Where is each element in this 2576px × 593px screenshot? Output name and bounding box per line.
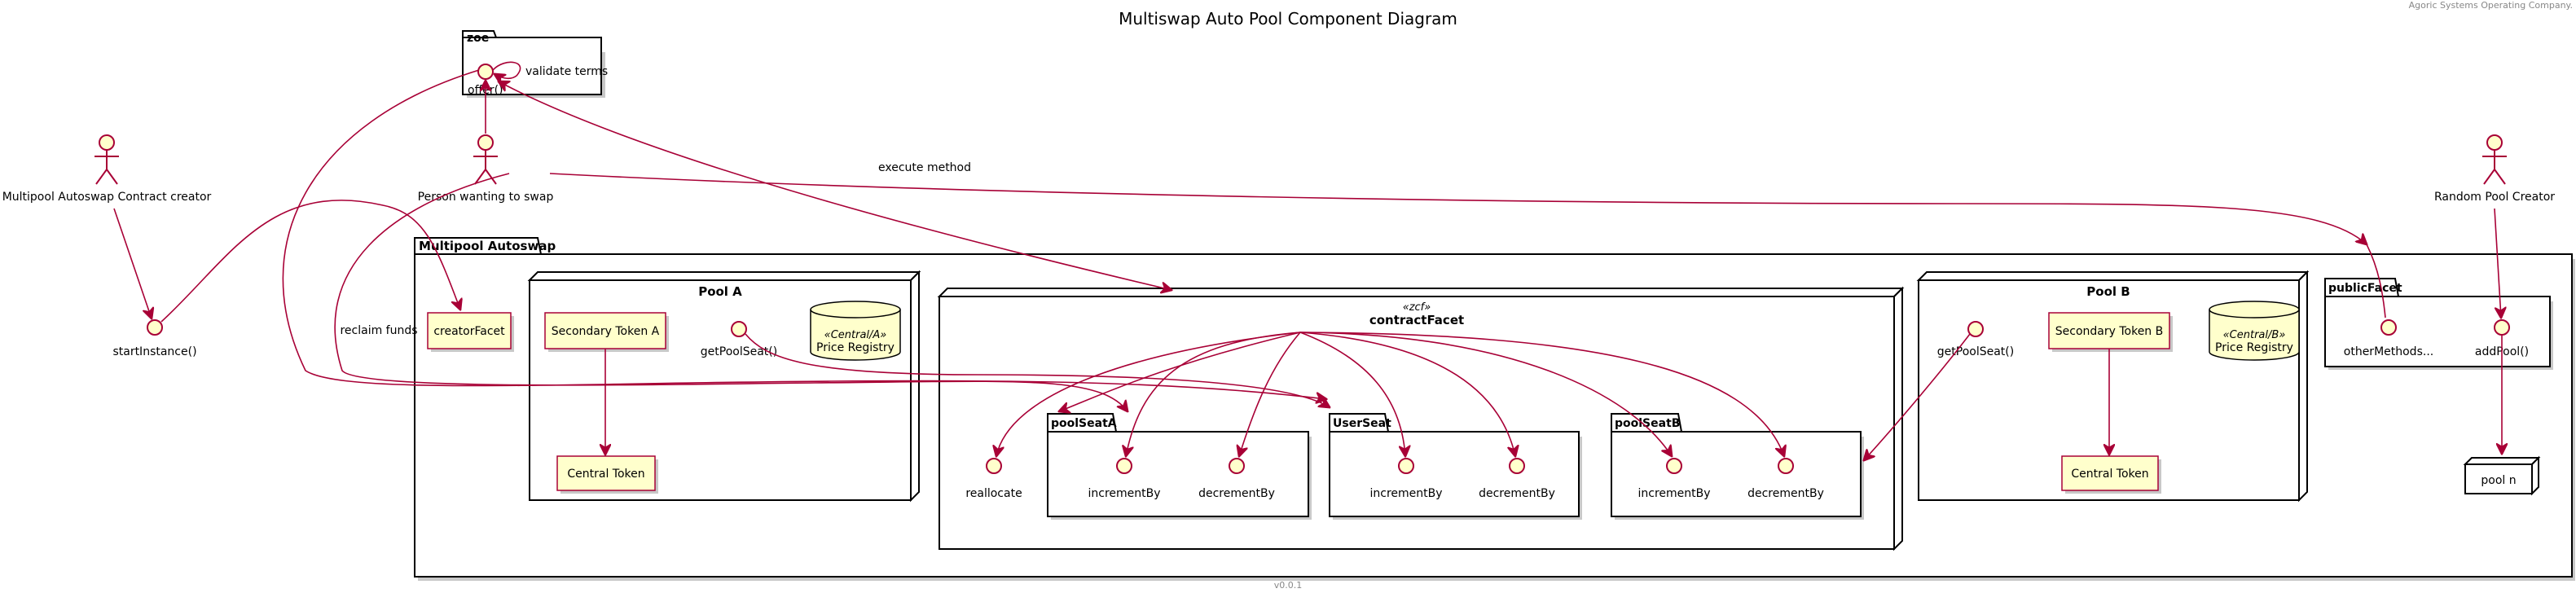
pool-seat-a-decrement-icon[interactable] [1229,458,1245,474]
registry-a-label: Price Registry [816,341,895,354]
secondary-token-b[interactable]: Secondary Token B [2048,312,2173,352]
pool-seat-a-increment-icon[interactable] [1116,458,1132,474]
diagram-title: Multiswap Auto Pool Component Diagram [1119,9,1457,29]
pool-b-label: Pool B [2086,284,2130,299]
edge-start-to-creator-facet [160,200,460,323]
validate-terms-edge [493,61,521,78]
contract-facet-node: «zcf» contractFacet reallocate poolSeatA… [937,286,1905,551]
pool-a-node: Pool A Secondary Token A Central Token g… [527,270,921,503]
pool-seat-b-package: poolSeatB incrementBy decrementBy [1611,413,1864,520]
pool-seat-b-decrement-label: decrementBy [1747,487,1824,500]
multipool-label: Multipool Autoswap [419,239,556,253]
reallocate-label: reallocate [965,487,1022,500]
registry-b-label: Price Registry [2215,341,2293,354]
edge-swapper-to-public-facet [549,173,2367,244]
pool-creator-label: Random Pool Creator [2434,191,2555,204]
edge-zcf-to-dec-user [1299,332,1515,456]
user-seat-label: UserSeat [1333,417,1391,430]
version-label: v0.0.1 [1274,580,1303,591]
edge-get-pool-seat-a [745,333,1330,407]
public-facet-package: publicFacet otherMethods... addPool() [2324,278,2553,370]
zoe-package: zoe offer() validate terms [462,30,608,98]
edge-zcf-to-inc-b [1299,332,1672,456]
start-instance-interface[interactable]: startInstance() [112,319,197,358]
start-instance-icon[interactable] [147,319,163,336]
offer-interface-icon[interactable] [477,64,494,80]
edge-swapper-to-other-methods [2366,244,2386,318]
zoe-label: zoe [467,32,489,45]
pool-seat-b-decrement-icon[interactable] [1778,458,1794,474]
pool-n-label: pool n [2481,474,2516,487]
secondary-token-b-label: Secondary Token B [2055,325,2163,338]
pool-n-node[interactable]: pool n [2463,455,2541,496]
other-methods-icon[interactable] [2380,319,2397,336]
edge-zcf-to-pool-seat-a [1059,332,1301,411]
execute-method-label: execute method [878,161,971,174]
add-pool-icon[interactable] [2494,319,2510,336]
get-pool-seat-a-label: getPoolSeat() [701,345,777,358]
creator-facet-label: creatorFacet [433,325,505,338]
get-pool-seat-b-label: getPoolSeat() [1937,345,2014,358]
other-methods-label: otherMethods... [2344,345,2433,358]
edge-swapper-to-pool-seat-a [334,173,1128,411]
edge-get-pool-seat-b [1864,333,1971,460]
edge-zcf-to-reallocate [996,332,1301,456]
user-seat-increment-label: incrementBy [1369,487,1442,500]
contract-facet-stereo: «zcf» [1403,301,1431,314]
start-instance-label: startInstance() [112,345,196,358]
swapper-label: Person wanting to swap [418,191,554,204]
pool-a-label: Pool A [698,284,742,299]
user-seat-increment-icon[interactable] [1398,458,1414,474]
get-pool-seat-a-icon[interactable] [731,321,747,337]
get-pool-seat-b-icon[interactable] [1967,321,1984,337]
user-seat-decrement-icon[interactable] [1509,458,1525,474]
registry-a-stereo: «Central/A» [824,329,887,341]
reallocate-icon[interactable] [986,458,1002,474]
secondary-token-a-label: Secondary Token A [552,325,660,338]
edge-zcf-to-dec-a [1239,332,1301,456]
edge-creator-to-start [113,208,152,318]
pool-b-node: Pool B getPoolSeat() Secondary Token B C… [1916,270,2310,503]
central-token-b[interactable]: Central Token [2061,455,2161,494]
central-token-a-label: Central Token [567,468,644,481]
edge-zcf-to-dec-b [1299,332,1784,456]
secondary-token-a[interactable]: Secondary Token A [544,312,669,352]
pool-seat-a-package: poolSeatA incrementBy decrementBy [1047,413,1312,520]
actor-pool-creator[interactable]: Random Pool Creator [2434,134,2555,204]
user-seat-package: UserSeat incrementBy decrementBy [1329,413,1582,520]
edge-zcf-to-inc-a [1126,332,1301,456]
price-registry-a[interactable]: «Central/A» Price Registry [810,301,901,361]
pool-seat-a-decrement-label: decrementBy [1198,487,1275,500]
edge-offer-to-user-seat [282,69,1326,399]
pool-seat-b-increment-icon[interactable] [1666,458,1682,474]
price-registry-b[interactable]: «Central/B» Price Registry [2209,301,2300,361]
central-token-b-label: Central Token [2071,468,2148,481]
actor-swapper[interactable]: Person wanting to swap [418,134,554,204]
reclaim-funds-label: reclaim funds [340,324,417,337]
pool-seat-b-label: poolSeatB [1615,417,1680,430]
company-label: Agoric Systems Operating Company. [2409,0,2573,11]
creator-label: Multipool Autoswap Contract creator [2,191,212,204]
edge-pool-creator-to-add-pool [2494,208,2501,318]
central-token-a[interactable]: Central Token [556,455,658,494]
public-facet-label: publicFacet [2328,282,2402,295]
contract-facet-label: contractFacet [1369,313,1464,327]
validate-terms-label: validate terms [525,65,608,78]
creator-facet-component[interactable]: creatorFacet [427,312,514,352]
edge-zcf-to-inc-user [1299,332,1405,456]
registry-b-stereo: «Central/B» [2223,329,2286,341]
actor-creator[interactable]: Multipool Autoswap Contract creator [2,134,212,204]
user-seat-decrement-label: decrementBy [1479,487,1555,500]
edge-offer-to-contract-facet [499,81,1172,290]
edges: execute method reclaim funds [113,69,2502,460]
pool-seat-b-increment-label: incrementBy [1637,487,1710,500]
pool-seat-a-label: poolSeatA [1051,417,1117,430]
pool-seat-a-increment-label: incrementBy [1088,487,1160,500]
